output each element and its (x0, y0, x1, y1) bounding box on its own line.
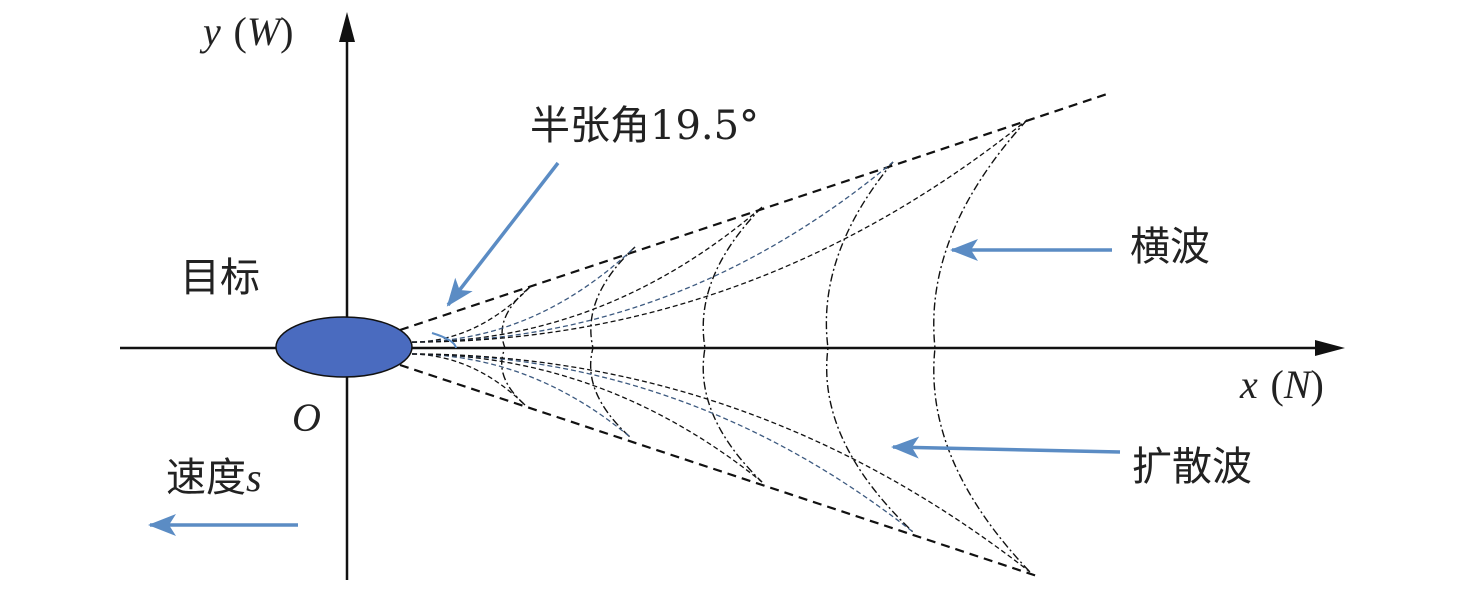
divergent-wave-crest-upper (403, 161, 894, 343)
speed-var: s (246, 455, 262, 500)
y-axis-unit: W (246, 9, 281, 54)
divergent-wave-crest-upper (403, 119, 1028, 343)
divergent-wave-crest-lower (403, 353, 1031, 573)
transverse-wave-crest (702, 206, 763, 483)
transverse-wave-crest (501, 286, 531, 406)
x-axis-unit: N (1283, 362, 1311, 407)
speed-label: 速度s (166, 455, 262, 501)
half-angle-arrow (446, 161, 560, 307)
transverse-wave-crest (933, 119, 1031, 573)
x-axis-arrowhead (1315, 340, 1345, 356)
wake-lines (399, 91, 1111, 579)
divergent-wave-crest-lower (403, 353, 914, 533)
kelvin-boundary-upper (399, 91, 1111, 332)
transverse-wave-crest (825, 161, 914, 533)
divergent-wave-crest-lower (403, 353, 763, 483)
half-angle-label: 半张角19.5° (530, 103, 760, 149)
divergent-wave-label: 扩散波 (1132, 444, 1252, 490)
target-ellipse (275, 316, 413, 378)
divergent-wave-arrow (891, 436, 1121, 459)
paren: ( (1270, 362, 1284, 407)
paren: ) (280, 9, 294, 54)
transverse-wave-label: 横波 (1130, 224, 1210, 270)
paren: ) (1310, 362, 1324, 407)
kelvin-boundary-lower (399, 363, 1041, 579)
speed-text: 速度 (166, 455, 246, 501)
target-label: 目标 (180, 255, 260, 301)
x-axis-label: x (N) (1240, 365, 1324, 405)
divergent-wave-crest-upper (403, 286, 531, 343)
divergent-wave-crest-lower (403, 353, 526, 406)
half-angle-arc (431, 332, 457, 349)
paren: ( (233, 9, 247, 54)
y-axis-label: y (W) (203, 12, 293, 52)
y-axis-arrowhead (339, 12, 355, 42)
divergent-wave-crest-lower (403, 353, 631, 438)
x-axis-var: x (1240, 362, 1258, 407)
divergent-wave-crest-upper (403, 246, 636, 343)
y-axis-var: y (203, 9, 221, 54)
transverse-wave-crest (589, 246, 636, 438)
origin-label: O (292, 395, 321, 440)
